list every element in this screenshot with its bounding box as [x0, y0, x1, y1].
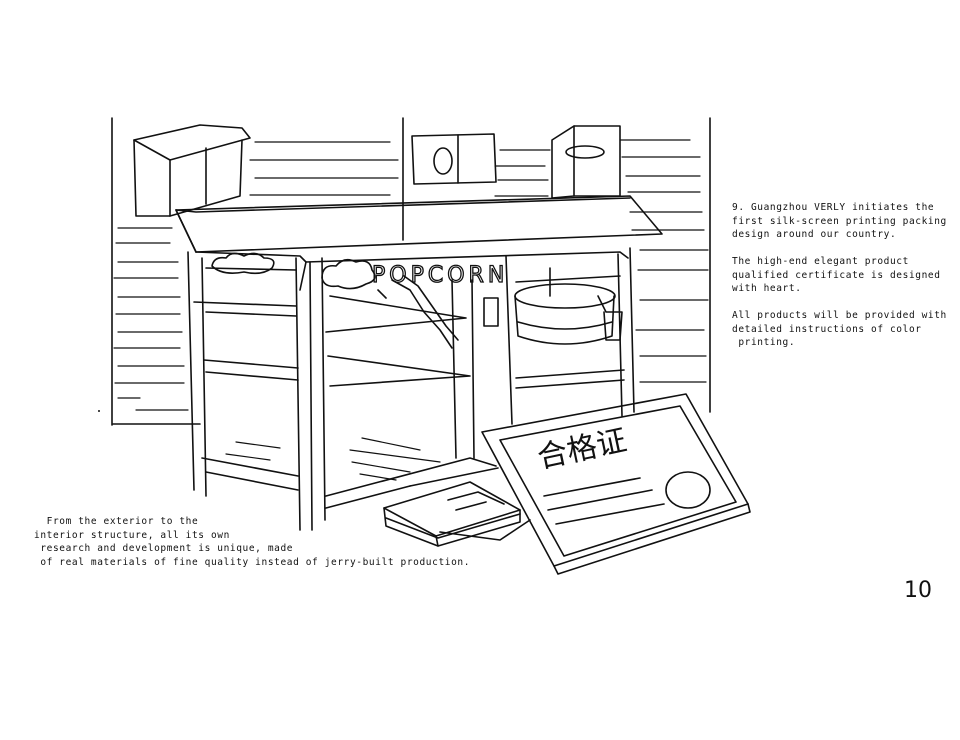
box-middle: [412, 134, 496, 184]
note-right-line: printing.: [732, 337, 796, 348]
note-right-line: design around our country.: [732, 229, 897, 240]
note-bottom-line: From the exterior to the: [34, 516, 199, 527]
note-right-line: All products will be provided with: [732, 310, 947, 321]
note-bottom-line: interior structure, all its own: [34, 529, 230, 541]
description-bottom: From the exterior to the interior structu…: [34, 515, 470, 569]
page-number: 10: [904, 578, 932, 603]
note-bottom-line: research and development is unique, made: [34, 543, 294, 554]
note-right-line: 9. Guangzhou VERLY initiates the: [732, 202, 935, 213]
box-right: [552, 126, 620, 198]
note-right-line: with heart.: [732, 283, 802, 294]
booklet-stack: [384, 482, 530, 546]
note-right-line: ​: [732, 296, 947, 310]
popcorn-cart: [176, 196, 662, 530]
note-right-line: The high-end elegant product: [732, 256, 909, 267]
note-right-line: ​: [732, 242, 947, 256]
note-right-line: detailed instructions of color: [732, 323, 922, 335]
note-right-line: qualified certificate is designed: [732, 269, 941, 281]
box-left: [134, 125, 250, 216]
description-right: 9. Guangzhou VERLY initiates the first si…: [732, 201, 947, 350]
certificate-card: [482, 394, 750, 574]
note-right-line: first silk-screen printing packing: [732, 215, 947, 227]
note-bottom-line: of real materials of fine quality instea…: [34, 556, 471, 568]
backdrop-wall: [98, 118, 710, 425]
sign-popcorn-text: POPCORN: [372, 263, 508, 288]
